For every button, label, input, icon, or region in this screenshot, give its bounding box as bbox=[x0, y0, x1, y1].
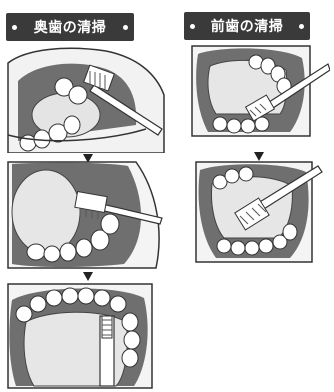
down-arrow-icon bbox=[83, 272, 93, 281]
back-teeth-step-2-illustration bbox=[6, 160, 166, 270]
back-teeth-title-text: 奥歯の清掃 bbox=[34, 17, 107, 37]
bullet-icon bbox=[123, 25, 128, 30]
front-teeth-step-1-illustration bbox=[190, 44, 330, 138]
back-teeth-step-1-illustration bbox=[6, 45, 166, 153]
bullet-icon bbox=[12, 25, 17, 30]
bullet-icon bbox=[299, 24, 304, 29]
back-teeth-step-3-illustration bbox=[6, 282, 156, 390]
bullet-icon bbox=[190, 24, 195, 29]
front-teeth-step-2-illustration bbox=[194, 160, 330, 264]
front-teeth-title: 前歯の清掃 bbox=[184, 12, 310, 40]
front-teeth-title-text: 前歯の清掃 bbox=[211, 16, 284, 36]
back-teeth-title: 奥歯の清掃 bbox=[6, 13, 134, 41]
